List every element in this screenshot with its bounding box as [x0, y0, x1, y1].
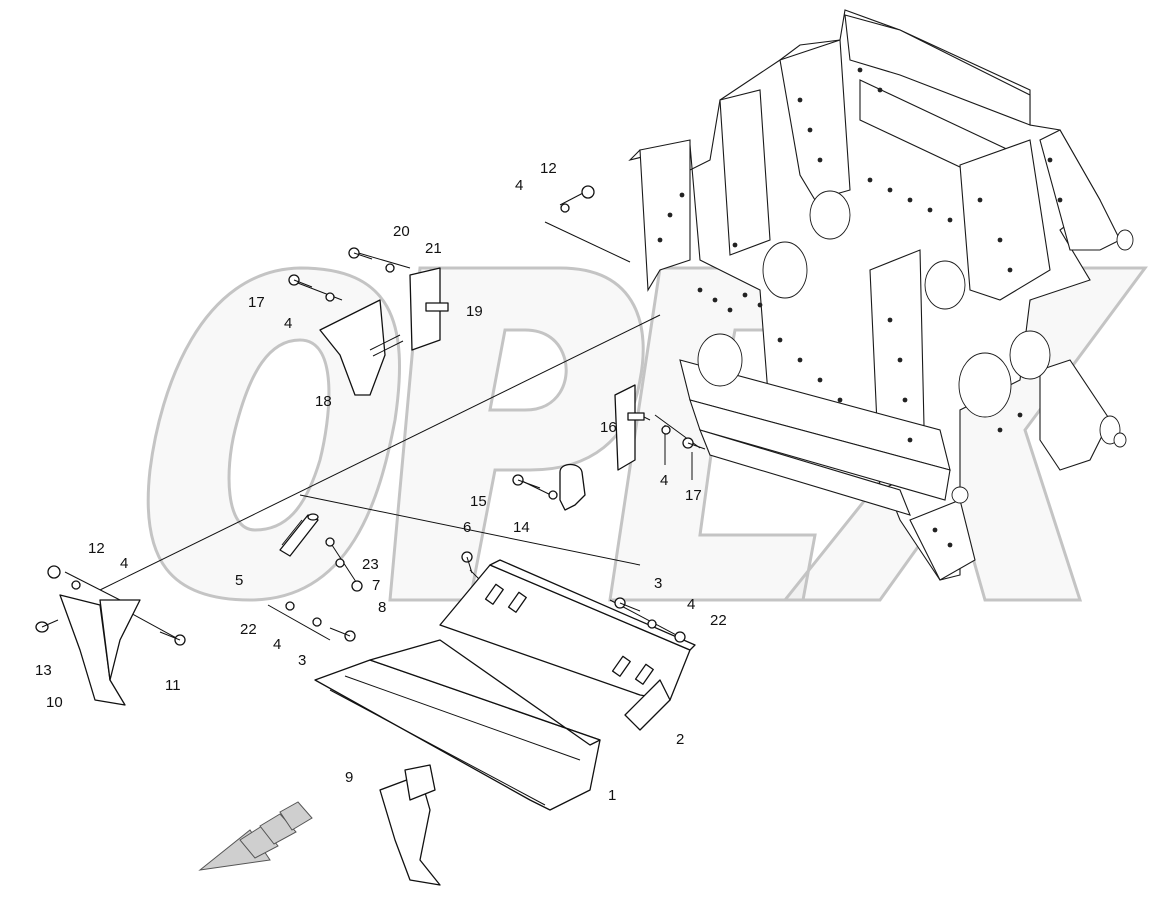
- callout-3-right: 3: [654, 575, 662, 592]
- callout-4-right: 4: [687, 596, 695, 613]
- callout-23: 23: [362, 556, 379, 573]
- fasteners: [35, 185, 706, 646]
- callout-12-top: 12: [540, 160, 557, 177]
- callout-9: 9: [345, 769, 353, 786]
- callout-20: 20: [393, 223, 410, 240]
- part-2-upper-plate: [439, 559, 696, 731]
- callout-12-left: 12: [88, 540, 105, 557]
- callout-2: 2: [676, 731, 684, 748]
- callout-labels: 12 4 20 21 17 4 19 18 16 4 17 15 14 6 12…: [35, 160, 727, 804]
- part-14-bracket: [559, 463, 586, 511]
- callout-17-left: 17: [248, 294, 265, 311]
- machine-frame: [628, 9, 1134, 581]
- direction-arrow-icon: [198, 801, 313, 871]
- part-18-plate: [319, 299, 404, 396]
- part-10-side-bracket: [59, 594, 141, 706]
- part-1-lower-plate: [314, 639, 601, 811]
- callout-13: 13: [35, 662, 52, 679]
- callout-4-top: 4: [515, 177, 523, 194]
- callout-22-left: 22: [240, 621, 257, 638]
- callout-15: 15: [470, 493, 487, 510]
- callout-22-right: 22: [710, 612, 727, 629]
- part-5-pin: [279, 513, 319, 557]
- callout-1: 1: [608, 787, 616, 804]
- part-19-plate: [409, 267, 449, 351]
- callout-4-left: 4: [284, 315, 292, 332]
- callout-4-farleft: 4: [120, 555, 128, 572]
- callout-8: 8: [378, 599, 386, 616]
- callout-3-lower: 3: [298, 652, 306, 669]
- callout-11: 11: [165, 677, 181, 694]
- callout-4-mid: 4: [660, 472, 668, 489]
- callout-18: 18: [315, 393, 332, 410]
- callout-7: 7: [372, 577, 380, 594]
- callout-4-lower: 4: [273, 636, 281, 653]
- callout-19: 19: [466, 303, 483, 320]
- callout-17-right: 17: [685, 487, 702, 504]
- callout-16: 16: [600, 419, 617, 436]
- part-16-plate: [614, 384, 645, 471]
- callout-10: 10: [46, 694, 63, 711]
- callout-6: 6: [463, 519, 471, 536]
- callout-14: 14: [513, 519, 530, 536]
- part-9-side-bracket: [379, 764, 441, 886]
- callout-21: 21: [425, 240, 442, 257]
- callout-5: 5: [235, 572, 243, 589]
